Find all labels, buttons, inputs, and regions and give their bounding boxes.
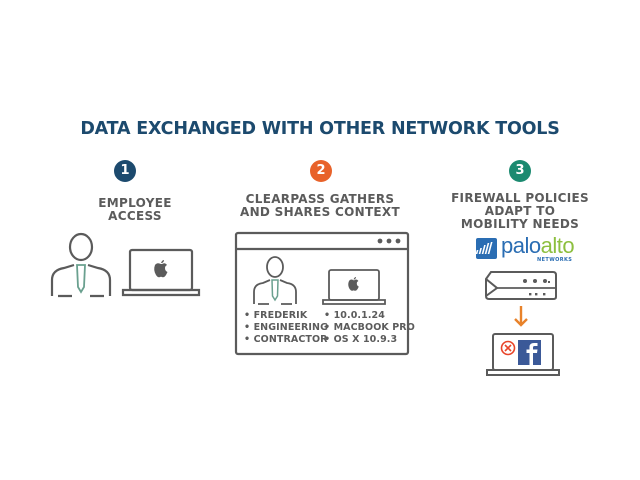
device-attribute-list: 10.0.1.24 MACBOOK PRO OS X 10.9.3	[324, 310, 415, 346]
firewall-appliance-icon	[485, 271, 557, 300]
step-2-label-line: AND SHARES CONTEXT	[240, 205, 400, 219]
user-icon	[253, 256, 297, 305]
user-attribute-list: FREDERIK ENGINEERING CONTRACTOR	[244, 310, 328, 346]
user-attribute: ENGINEERING	[244, 322, 328, 334]
device-attribute: MACBOOK PRO	[324, 322, 415, 334]
apple-logo-icon	[348, 277, 359, 291]
paloalto-wordmark-part2: alto	[540, 233, 575, 258]
browser-window-icon	[234, 231, 410, 356]
device-attribute: OS X 10.9.3	[324, 334, 415, 346]
step-1-label: EMPLOYEE ACCESS	[60, 197, 210, 223]
paloalto-wordmark-part1: palo	[501, 233, 541, 258]
step-2-label: CLEARPASS GATHERS AND SHARES CONTEXT	[240, 193, 400, 219]
user-attribute: CONTRACTOR	[244, 334, 328, 346]
user-icon	[50, 232, 112, 298]
step-1-badge: 1	[114, 160, 136, 182]
paloalto-logo-icon	[475, 238, 497, 259]
step-1-label-line: ACCESS	[108, 209, 162, 223]
laptop-icon	[322, 269, 386, 305]
apple-logo-icon	[154, 260, 168, 278]
laptop-icon	[121, 248, 201, 297]
paloalto-subtitle: NETWORKS	[537, 257, 573, 263]
step-3-label-line: ADAPT TO	[484, 204, 556, 218]
laptop-icon	[486, 333, 560, 376]
blocked-icon	[500, 340, 516, 356]
device-attribute: 10.0.1.24	[324, 310, 415, 322]
tie-icon	[76, 264, 86, 294]
facebook-icon	[518, 340, 541, 365]
diagram-title: DATA EXCHANGED WITH OTHER NETWORK TOOLS	[80, 119, 560, 139]
step-2-label-line: CLEARPASS GATHERS	[245, 192, 395, 206]
step-2-badge: 2	[310, 160, 332, 182]
step-3-badge: 3	[509, 160, 531, 182]
step-1-label-line: EMPLOYEE	[98, 196, 172, 210]
user-attribute: FREDERIK	[244, 310, 328, 322]
step-3-label-line: FIREWALL POLICIES	[451, 191, 589, 205]
step-3-label-line: MOBILITY NEEDS	[460, 217, 580, 231]
arrow-down-icon	[514, 306, 528, 327]
paloalto-wordmark: paloalto	[501, 233, 575, 259]
step-3-label: FIREWALL POLICIES ADAPT TO MOBILITY NEED…	[440, 192, 600, 231]
